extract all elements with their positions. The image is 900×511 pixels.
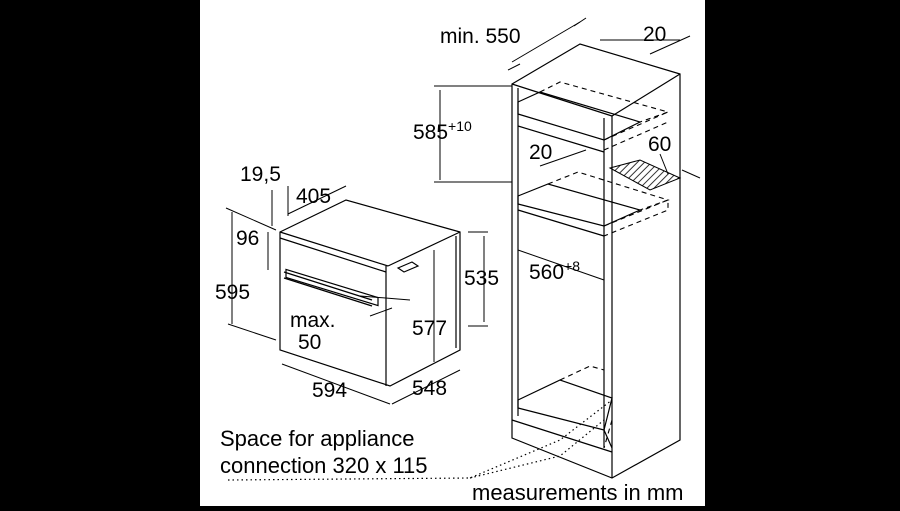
- label-594: 594: [312, 379, 348, 402]
- label-585-value: 585: [413, 121, 449, 144]
- label-60: 60: [648, 133, 672, 156]
- plinth-top: [512, 420, 612, 452]
- cabinet-top-front-edge: [512, 84, 612, 116]
- label-20-inner: 20: [529, 141, 553, 164]
- label-560: 560+8: [529, 259, 580, 284]
- oven-outline: [280, 200, 460, 386]
- label-535: 535: [464, 267, 500, 290]
- label-577: 577: [412, 317, 448, 340]
- label-595: 595: [215, 281, 251, 304]
- label-max: max.: [290, 309, 336, 332]
- cabinet-top-right-edge: [612, 74, 680, 116]
- label-560-value: 560: [529, 261, 565, 284]
- cabinet-drawing: [512, 44, 680, 478]
- label-548: 548: [412, 377, 448, 400]
- note-space-line1: Space for appliance: [220, 426, 415, 451]
- cabinet-outline: [512, 44, 680, 478]
- oven-drawing: [280, 200, 460, 386]
- oven-floor-shelf: [518, 184, 640, 226]
- vent-hatch: [610, 160, 680, 190]
- label-96: 96: [236, 227, 260, 250]
- bottom-shelf: [518, 380, 612, 430]
- label-585: 585+10: [413, 119, 472, 144]
- label-405: 405: [296, 185, 332, 208]
- label-max-50: 50: [298, 331, 322, 354]
- cabinet-dimensions: [434, 18, 700, 280]
- oven-door-handle: [285, 268, 379, 307]
- label-min-550: min. 550: [440, 25, 521, 48]
- connection-leaders: [228, 400, 612, 480]
- upper-shelf-lower-edge: [518, 126, 604, 152]
- cabinet-hidden-lines: [540, 82, 668, 448]
- upper-shelf: [518, 92, 640, 140]
- oven-control-knob: [398, 262, 418, 272]
- note-units: measurements in mm: [472, 480, 684, 505]
- bottom-shelf-front: [604, 430, 612, 448]
- note-space-line2: connection 320 x 115: [220, 453, 428, 478]
- label-585-tolerance: +10: [448, 118, 472, 134]
- label-20-top: 20: [643, 23, 667, 46]
- oven-floor-shelf-edge: [518, 210, 604, 236]
- oven-dimensions: [226, 186, 488, 404]
- label-560-tolerance: +8: [564, 258, 581, 274]
- label-19-5: 19,5: [240, 163, 281, 186]
